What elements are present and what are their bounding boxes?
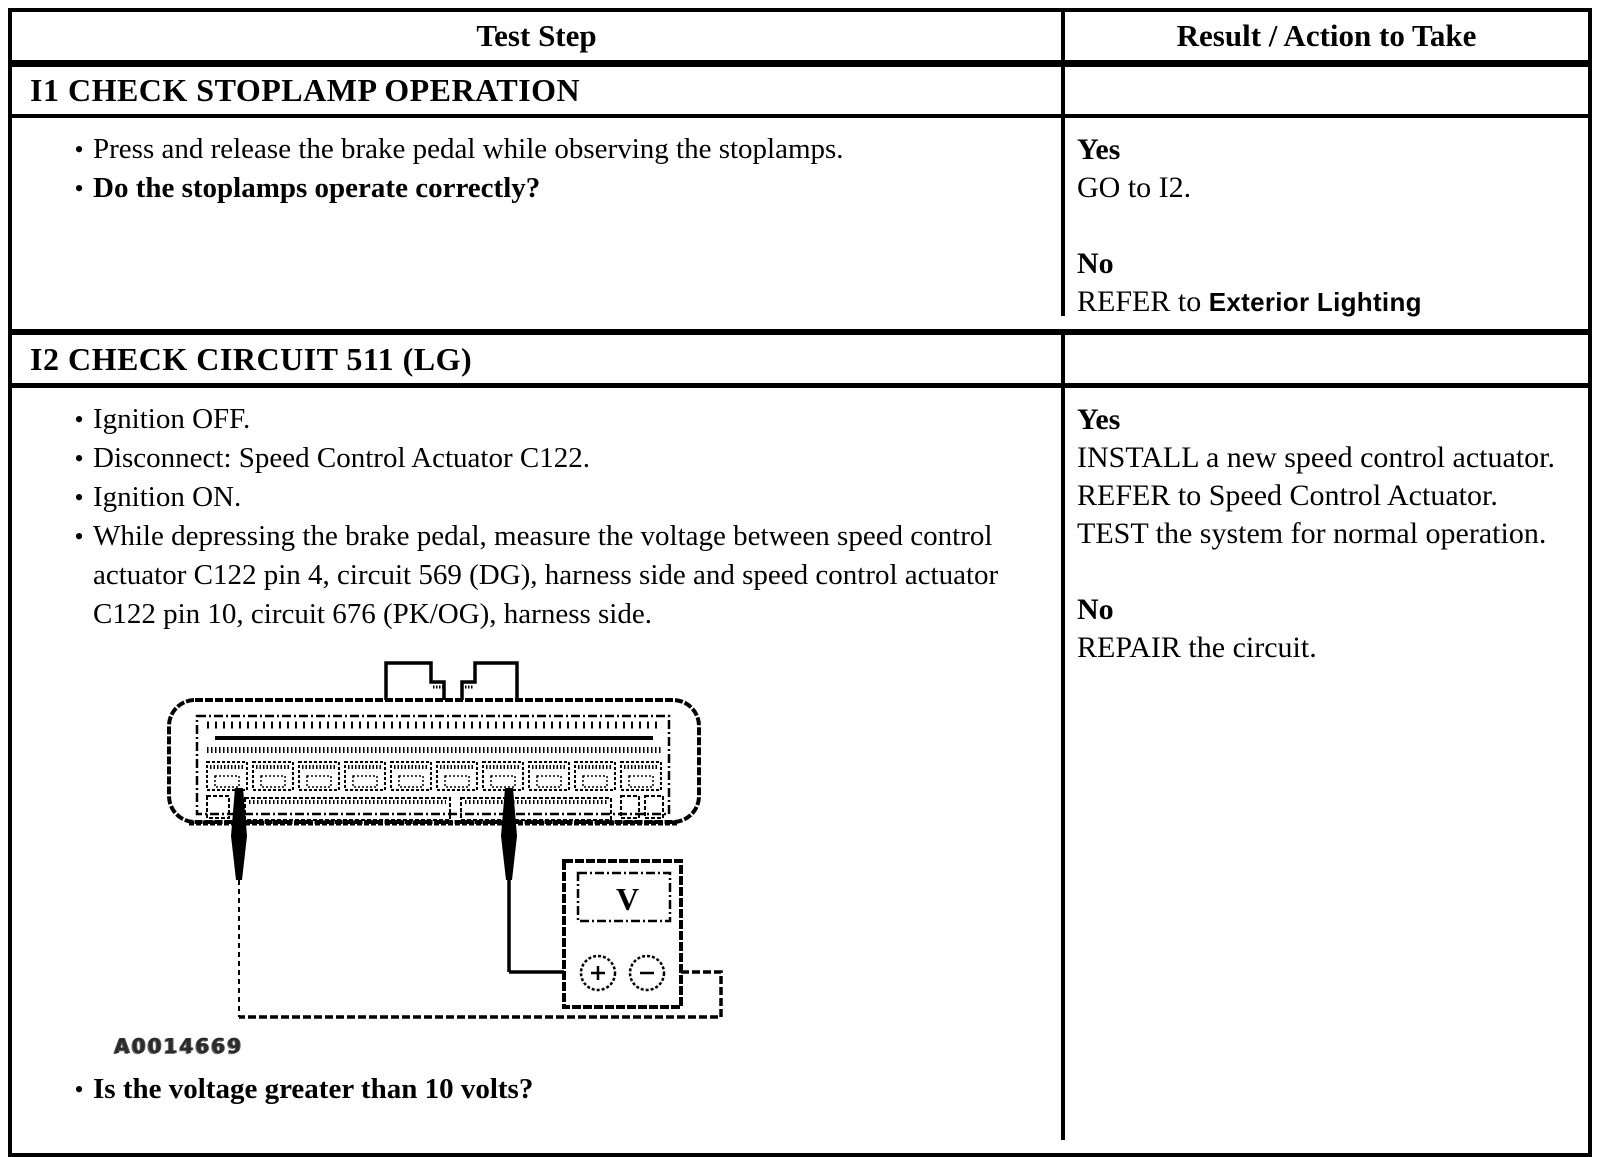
result-no-action: REFER to Exterior Lighting [1077, 283, 1564, 321]
result-yes-label: Yes [1077, 133, 1121, 166]
connector-latch-tabs [384, 661, 446, 700]
result-no-action: REPAIR the circuit. [1077, 631, 1317, 664]
step-i2-title: I2 CHECK CIRCUIT 511 (LG) [12, 335, 1065, 383]
bullet-question: Is the voltage greater than 10 volts? [93, 1073, 534, 1105]
bullet-icon [65, 439, 93, 478]
refer-link-text: Exterior Lighting [1208, 287, 1422, 317]
bullet-icon [65, 130, 93, 169]
step-i1-test-cell: Press and release the brake pedal while … [12, 118, 1065, 316]
result-yes-action: INSTALL a new speed control actuator. RE… [1077, 441, 1555, 550]
plus-terminal-icon [579, 954, 617, 992]
connector-body [167, 698, 701, 824]
voltmeter-display [576, 871, 672, 923]
list-item: Press and release the brake pedal while … [65, 130, 1051, 169]
result-no-label: No [1077, 247, 1114, 280]
step-i1-body-row: Press and release the brake pedal while … [12, 118, 1588, 335]
list-item: Is the voltage greater than 10 volts? [65, 1070, 1051, 1109]
connector-diagram: V [167, 661, 723, 1019]
spacer [1077, 553, 1564, 591]
list-item: Do the stoplamps operate correctly? [65, 169, 1051, 208]
bullet-question: Do the stoplamps operate correctly? [93, 172, 541, 204]
voltmeter [562, 859, 683, 1009]
step-i1-result-cell: Yes GO to I2. No REFER to Exterior Light… [1065, 118, 1588, 329]
bullet-text: While depressing the brake pedal, measur… [93, 520, 999, 630]
step-i2-test-cell: Ignition OFF. Disconnect: Speed Control … [12, 388, 1065, 1140]
result-no-label: No [1077, 593, 1114, 626]
bullet-text: Ignition OFF. [93, 403, 251, 435]
bullet-icon [65, 169, 93, 208]
bullet-icon [65, 400, 93, 439]
pin-slot-row [206, 761, 662, 791]
probe-icon [501, 788, 517, 880]
result-yes-label: Yes [1077, 403, 1121, 436]
figure-label: A0014669 [114, 1034, 243, 1058]
step-i1-title-empty-cell [1065, 67, 1588, 114]
bullet-text: Ignition ON. [93, 481, 242, 513]
refer-prefix: REFER to [1077, 285, 1202, 318]
probe-icon [231, 788, 247, 880]
step-i2-title-empty-cell [1065, 335, 1588, 383]
list-item: While depressing the brake pedal, measur… [65, 517, 1051, 634]
bullet-icon [65, 1070, 93, 1109]
minus-terminal-icon [628, 954, 666, 992]
step-i1-title-row: I1 CHECK STOPLAMP OPERATION [12, 67, 1588, 118]
step-i2-bullet-list: Ignition OFF. Disconnect: Speed Control … [12, 388, 1061, 634]
step-i2-final-question: Is the voltage greater than 10 volts? [12, 1058, 1061, 1109]
step-i1-title: I1 CHECK STOPLAMP OPERATION [12, 67, 1065, 114]
step-i1-bullet-list: Press and release the brake pedal while … [12, 118, 1061, 208]
list-item: Ignition OFF. [65, 400, 1051, 439]
spacer [1077, 207, 1564, 245]
bullet-text: Press and release the brake pedal while … [93, 133, 844, 165]
bullet-icon [65, 517, 93, 634]
bullet-text: Disconnect: Speed Control Actuator C122. [93, 442, 590, 474]
result-yes-action: GO to I2. [1077, 171, 1192, 204]
step-i2-result-cell: Yes INSTALL a new speed control actuator… [1065, 388, 1588, 1153]
column-header-test-step: Test Step [12, 12, 1065, 60]
lower-cavity-row [206, 795, 664, 821]
step-i2-body-row: Ignition OFF. Disconnect: Speed Control … [12, 388, 1588, 1153]
pinpoint-test-table: Test Step Result / Action to Take I1 CHE… [8, 8, 1592, 1157]
list-item: Ignition ON. [65, 478, 1051, 517]
step-i2-title-row: I2 CHECK CIRCUIT 511 (LG) [12, 335, 1588, 388]
list-item: Disconnect: Speed Control Actuator C122. [65, 439, 1051, 478]
voltmeter-symbol: V [616, 881, 639, 917]
bullet-icon [65, 478, 93, 517]
table-header-row: Test Step Result / Action to Take [12, 12, 1588, 67]
column-header-result: Result / Action to Take [1065, 12, 1588, 60]
